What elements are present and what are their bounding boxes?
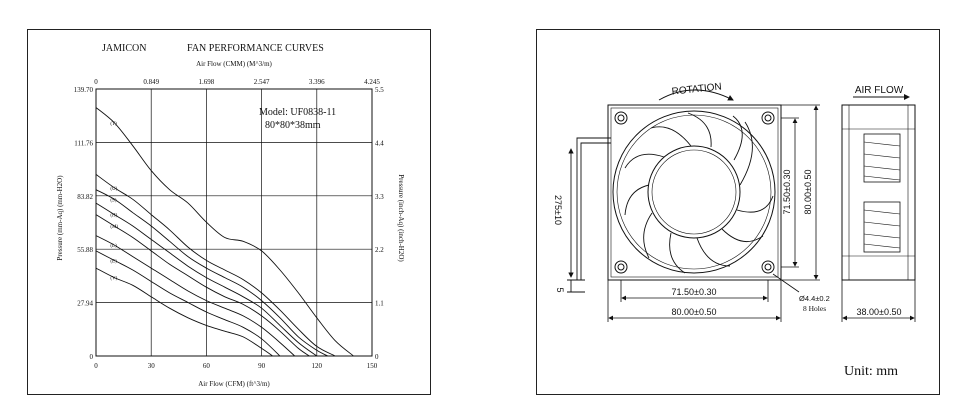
right-axis-label: Pressure (inch-Aq) (inch-H2O) [397, 174, 405, 262]
fan-front-view [607, 104, 782, 281]
series-line-6 [95, 250, 281, 357]
y-tick-label: 27.94 [77, 300, 93, 308]
x-tick-label: 60 [203, 362, 211, 370]
x-tick-label: 150 [367, 362, 378, 370]
plot-frame [95, 88, 373, 357]
rotation-label: ROTATION [671, 81, 722, 97]
chart-grid [95, 88, 373, 357]
y-tick-label: 111.76 [74, 139, 93, 147]
series-line-5 [95, 235, 296, 357]
x-tick-label: 0 [94, 362, 98, 370]
series-label: (V) [110, 277, 117, 282]
y-tick-label: 139.70 [74, 86, 94, 94]
chart-series: (T) (U) (S) (H) (M) (L) (E) (V) [95, 107, 354, 357]
hole-spec: Ø4.4±0.2 [799, 294, 830, 303]
series-label: (T) [110, 122, 117, 127]
left-axis-label: Pressure (mm-Aq) (mm-H2O) [56, 175, 64, 261]
fan-side-view [841, 104, 916, 322]
y-right-tick-label: 3.3 [375, 193, 384, 201]
series-label: (M) [110, 225, 118, 230]
top-axis-label: Air Flow (CMM) (M^3/m) [196, 60, 272, 68]
series-line-0 [95, 107, 354, 357]
series-label: (U) [110, 187, 117, 192]
y-right-tick-label: 4.4 [375, 139, 384, 147]
x-tick-label: 90 [258, 362, 266, 370]
hole-leader [772, 273, 800, 293]
outer-width-dim: 80.00±0.50 [672, 307, 717, 317]
hole-count: 8 Holes [803, 304, 826, 313]
chart-title: FAN PERFORMANCE CURVES [187, 43, 324, 54]
wire-lead [567, 137, 611, 293]
x-top-tick-label: 0 [94, 78, 98, 86]
series-label: (H) [110, 214, 117, 219]
wire-end-dim: 5 [555, 287, 565, 292]
fan-blades [624, 112, 774, 274]
y-tick-label: 55.88 [77, 246, 93, 254]
x-tick-label: 30 [148, 362, 156, 370]
series-label: (E) [110, 259, 117, 264]
inner-height-dim: 71.50±0.30 [782, 170, 792, 215]
y-tick-label: 83.82 [77, 193, 93, 201]
x-top-tick-label: 3.396 [309, 78, 325, 86]
model-label: Model: UF0838-11 [259, 107, 336, 118]
series-line-3 [95, 202, 318, 357]
fan-venturi-inner [616, 114, 772, 270]
y-right-tick-label: 2.2 [375, 246, 384, 254]
outer-height-dim: 80.00±0.50 [803, 170, 813, 215]
horizontal-dimensions [607, 280, 782, 322]
y-tick-label: 0 [90, 353, 94, 361]
fan-venturi-outer [612, 110, 776, 274]
series-label: (L) [110, 244, 117, 249]
vertical-dimensions [781, 104, 820, 281]
x-top-tick-label: 4.245 [364, 78, 380, 86]
rotation-arrow [658, 89, 734, 101]
dimension-drawing-panel: ROTATION 275±10 5 71.50±0.30 80.00±0.50 [536, 29, 940, 395]
series-label: (S) [110, 198, 116, 203]
brand-label: JAMICON [102, 43, 146, 54]
x-top-tick-label: 0.849 [143, 78, 159, 86]
x-tick-label: 120 [312, 362, 323, 370]
y-right-tick-label: 0 [375, 353, 379, 361]
dimension-drawing: ROTATION 275±10 5 71.50±0.30 80.00±0.50 [553, 81, 916, 379]
fan-hub-inner [651, 149, 737, 235]
series-line-4 [95, 214, 310, 357]
wire-length-dim: 275±10 [553, 195, 563, 225]
y-right-tick-label: 5.5 [375, 86, 384, 94]
unit-label: Unit: mm [844, 364, 898, 379]
mounting-holes [614, 111, 775, 274]
size-label: 80*80*38mm [265, 120, 321, 131]
bottom-axis-label: Air Flow (CFM) (ft^3/m) [198, 380, 270, 388]
series-line-1 [95, 174, 336, 357]
series-line-7 [95, 267, 273, 357]
fan-frame-outer [607, 104, 782, 281]
fan-hub-outer [647, 145, 741, 239]
fan-frame-inner [610, 107, 779, 278]
airflow-label: AIR FLOW [855, 85, 904, 96]
x-top-tick-label: 2.547 [254, 78, 270, 86]
performance-chart-panel: JAMICON FAN PERFORMANCE CURVES Air Flow … [27, 29, 431, 395]
inner-width-dim: 71.50±0.30 [672, 287, 717, 297]
depth-dim: 38.00±0.50 [857, 307, 902, 317]
x-top-tick-label: 1.698 [199, 78, 215, 86]
performance-chart: JAMICON FAN PERFORMANCE CURVES Air Flow … [56, 43, 405, 388]
series-line-2 [95, 189, 329, 357]
y-right-tick-label: 1.1 [375, 300, 384, 308]
